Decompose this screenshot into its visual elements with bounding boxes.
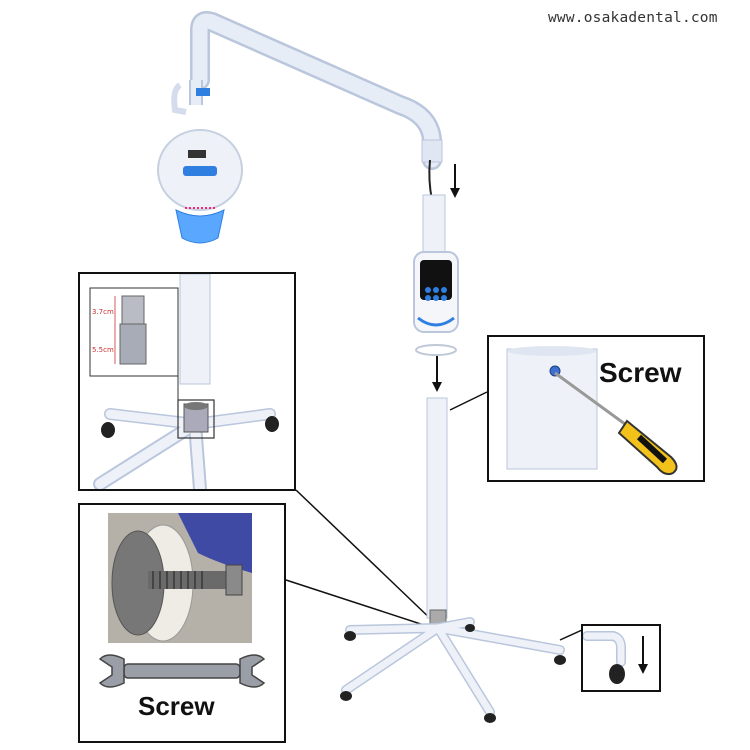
dimension-lower: 5.5cm [92, 346, 114, 354]
inset-caster [581, 624, 661, 692]
control-panel [413, 251, 459, 356]
connector-line [295, 489, 438, 626]
inset-screwdriver: Screw [487, 335, 705, 482]
screw-label: Screw [599, 357, 682, 388]
connector-line [449, 391, 488, 411]
arrow-down-icon [638, 636, 648, 674]
lower-pole [426, 397, 448, 619]
watermark-url: www.osakadental.com [548, 10, 718, 26]
inset-pole-base: 3.7cm 5.5cm [78, 272, 296, 491]
connector-line [285, 579, 434, 629]
lamp-head [157, 129, 243, 244]
wrench-icon [98, 654, 266, 688]
screwdriver-icon [554, 371, 678, 476]
connector-line [559, 629, 583, 641]
base-legs [340, 617, 566, 723]
dimension-upper: 3.7cm [92, 308, 114, 316]
arrow-down-icon [432, 356, 442, 392]
nut-photo [108, 513, 252, 643]
lamp-arm [171, 11, 443, 201]
screw-label: Screw [138, 691, 215, 721]
inset-wrench: Screw [78, 503, 286, 743]
arrow-down-icon [450, 164, 460, 198]
